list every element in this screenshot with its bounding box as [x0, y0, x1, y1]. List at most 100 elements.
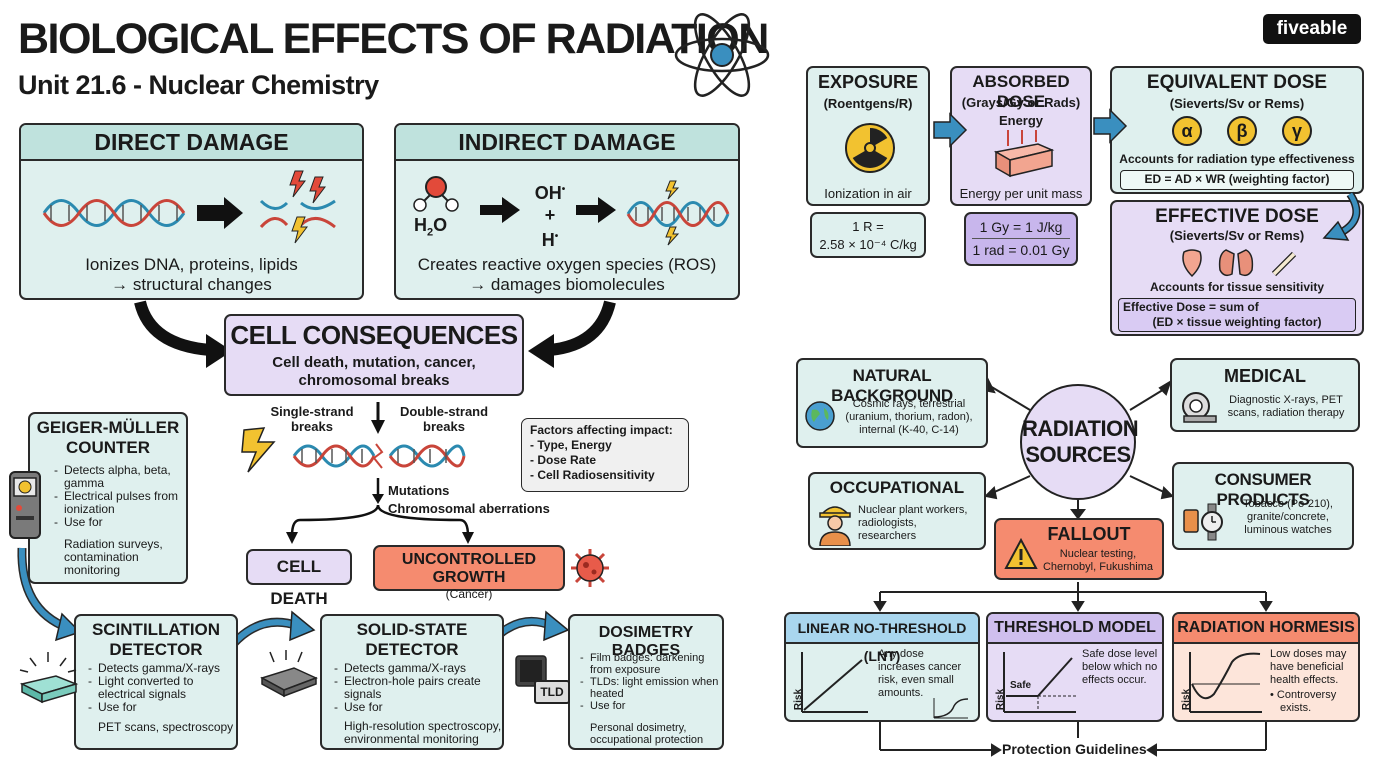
threshold-graph — [1003, 652, 1076, 713]
effective-formula-2: (ED × tissue weighting factor) — [1152, 315, 1322, 329]
geiger-use: Radiation surveys, — [64, 537, 163, 551]
hormesis-bullet: • Controversy — [1270, 689, 1337, 701]
arrow-icon — [576, 197, 616, 223]
natural-title: NATURAL BACKGROUND — [831, 366, 953, 405]
aberrations-label: Chromosomal aberrations — [388, 501, 550, 516]
beta-icon: β — [1227, 116, 1257, 146]
medical-title: MEDICAL — [1224, 366, 1306, 386]
chip-icon — [260, 650, 318, 698]
badges-item: Use for — [580, 700, 724, 712]
energy-label: Energy — [998, 113, 1044, 128]
fallout-title: FALLOUT — [1047, 524, 1131, 544]
cancer-cell-icon — [571, 549, 609, 587]
dosimetry-badges-panel: DOSIMETRY BADGES Film badges: darkening … — [568, 614, 724, 750]
indirect-damage-title: INDIRECT DAMAGE — [396, 125, 738, 161]
absorbed-dose-panel: ABSORBED DOSE (Grays/Gy or Rads) Energy … — [950, 66, 1092, 206]
scint-item: Detects gamma/X-rays — [88, 662, 238, 676]
occupational-title: OCCUPATIONAL — [829, 478, 965, 497]
equivalent-title: EQUIVALENT DOSE — [1146, 72, 1328, 93]
lightning-icon — [289, 170, 326, 244]
lnt-line: amounts. — [878, 687, 924, 699]
alpha-icon: α — [1172, 116, 1202, 146]
effective-unit: (Sieverts/Sv or Rems) — [1169, 228, 1305, 243]
cell-consequences-line2: chromosomal breaks — [298, 372, 450, 389]
hormesis-bullet-2: exists. — [1280, 702, 1312, 714]
hormesis-line: health effects. — [1270, 674, 1339, 686]
watch-icon — [1183, 503, 1223, 541]
absorbed-conversion: 1 Gy = 1 J/kg 1 rad = 0.01 Gy — [964, 212, 1078, 266]
natural-background-panel: NATURAL BACKGROUND Cosmic rays, terrestr… — [796, 358, 988, 448]
atom-icon — [674, 13, 770, 97]
uncontrolled-growth-box: UNCONTROLLED GROWTH (Cancer) — [373, 545, 565, 601]
hormesis-axis-label: Risk — [1181, 688, 1193, 711]
geiger-counter-panel: GEIGER-MÜLLER COUNTER Detects alpha, bet… — [28, 412, 188, 584]
hormesis-model-panel: RADIATION HORMESIS Risk Low doses may ha… — [1172, 612, 1360, 722]
natural-line: Cosmic rays, terrestrial — [852, 398, 966, 410]
badges-use: occupational protection — [590, 734, 704, 746]
threshold-line: Safe dose level — [1082, 648, 1158, 660]
threshold-model-panel: THRESHOLD MODEL Risk Safe Safe dose leve… — [986, 612, 1164, 722]
hydrogen-radical: H• — [541, 230, 559, 250]
badges-use: Personal dosimetry, — [590, 722, 687, 734]
warning-icon — [1004, 538, 1038, 569]
geiger-item: Electrical pulses from ionization — [54, 490, 186, 516]
geiger-item: Use for — [54, 516, 186, 530]
lnt-line: risk, even small — [878, 674, 954, 686]
mutations-label: Mutations — [388, 483, 450, 498]
arrow-icon — [480, 197, 520, 223]
mini-sigmoid-graph — [933, 698, 969, 719]
earth-icon — [805, 401, 835, 431]
threshold-line: effects occur. — [1082, 674, 1147, 686]
solid-item: Use for — [334, 701, 504, 715]
occupational-panel: OCCUPATIONAL Nuclear plant workers, radi… — [808, 472, 986, 550]
factor-item: - Dose Rate — [530, 453, 597, 467]
radiation-sources-hub: RADIATION SOURCES — [1020, 384, 1139, 500]
exposure-unit: (Roentgens/R) — [823, 96, 913, 111]
consumer-line: Tobacco (Po-210), — [1243, 498, 1333, 510]
exposure-title: EXPOSURE — [817, 72, 919, 92]
occupational-line: radiologists, — [858, 517, 917, 529]
single-strand-label-1: Single-strand — [270, 404, 354, 419]
uncontrolled-growth-title: UNCONTROLLED GROWTH — [401, 551, 537, 586]
solid-title-2: DETECTOR — [365, 640, 459, 659]
threshold-title: THRESHOLD MODEL — [988, 614, 1162, 644]
equivalent-caption: Accounts for radiation type effectivenes… — [1119, 152, 1355, 166]
hydroxyl-radical: OH• — [534, 183, 566, 203]
cancer-label: (Cancer) — [445, 587, 493, 601]
direct-damage-panel: DIRECT DAMAGE Ionizes DNA, proteins, lip… — [19, 123, 364, 300]
effective-formula-1: Effective Dose = sum of — [1123, 300, 1259, 314]
consumer-products-panel: CONSUMER PRODUCTS Tobacco (Po-210), gran… — [1172, 462, 1354, 550]
factors-box: Factors affecting impact: - Type, Energy… — [521, 418, 689, 492]
exposure-conv-1: 1 R = — [852, 219, 884, 234]
safe-label: Safe — [1010, 680, 1032, 691]
brand-logo: fiveable — [1263, 14, 1361, 44]
lnt-line: Any dose — [878, 648, 924, 660]
consumer-line: luminous watches — [1244, 524, 1332, 536]
indirect-damage-line2: → damages biomolecules — [469, 275, 665, 294]
hormesis-line: have beneficial — [1270, 661, 1344, 673]
absorbed-unit: (Grays/Gy or Rads) — [961, 95, 1081, 110]
solid-use: High-resolution spectroscopy, — [344, 719, 502, 733]
badges-item: Film badges: darkening from exposure — [580, 652, 724, 676]
consumer-title: CONSUMER PRODUCTS — [1214, 470, 1312, 509]
scint-item: Use for — [88, 701, 238, 715]
medical-line: scans, radiation therapy — [1227, 407, 1345, 419]
medical-line: Diagnostic X-rays, PET — [1229, 394, 1343, 406]
direct-damage-line1: Ionizes DNA, proteins, lipids — [85, 255, 298, 274]
sources-center-2: SOURCES — [1025, 442, 1131, 467]
dna-icon — [42, 197, 336, 229]
lnt-graph — [801, 652, 868, 713]
effective-caption: Accounts for tissue sensitivity — [1149, 280, 1325, 294]
factor-item: - Cell Radiosensitivity — [530, 468, 655, 482]
organs-icon — [1182, 249, 1297, 278]
water-formula: H2O — [414, 215, 448, 239]
tld-badge-icon: TLD — [534, 680, 570, 704]
threshold-axis-label: Risk — [995, 688, 1007, 711]
fallout-panel: FALLOUT Nuclear testing, Chernobyl, Fuku… — [994, 518, 1164, 580]
direct-damage-line2: → structural changes — [111, 275, 272, 294]
scint-title-2: DETECTOR — [109, 640, 203, 659]
absorbed-conv-1: 1 Gy = 1 J/kg — [972, 216, 1070, 239]
sources-center-1: RADIATION — [1022, 416, 1139, 441]
solid-title-1: SOLID-STATE — [356, 620, 468, 639]
page-subtitle: Unit 21.6 - Nuclear Chemistry — [18, 70, 379, 100]
